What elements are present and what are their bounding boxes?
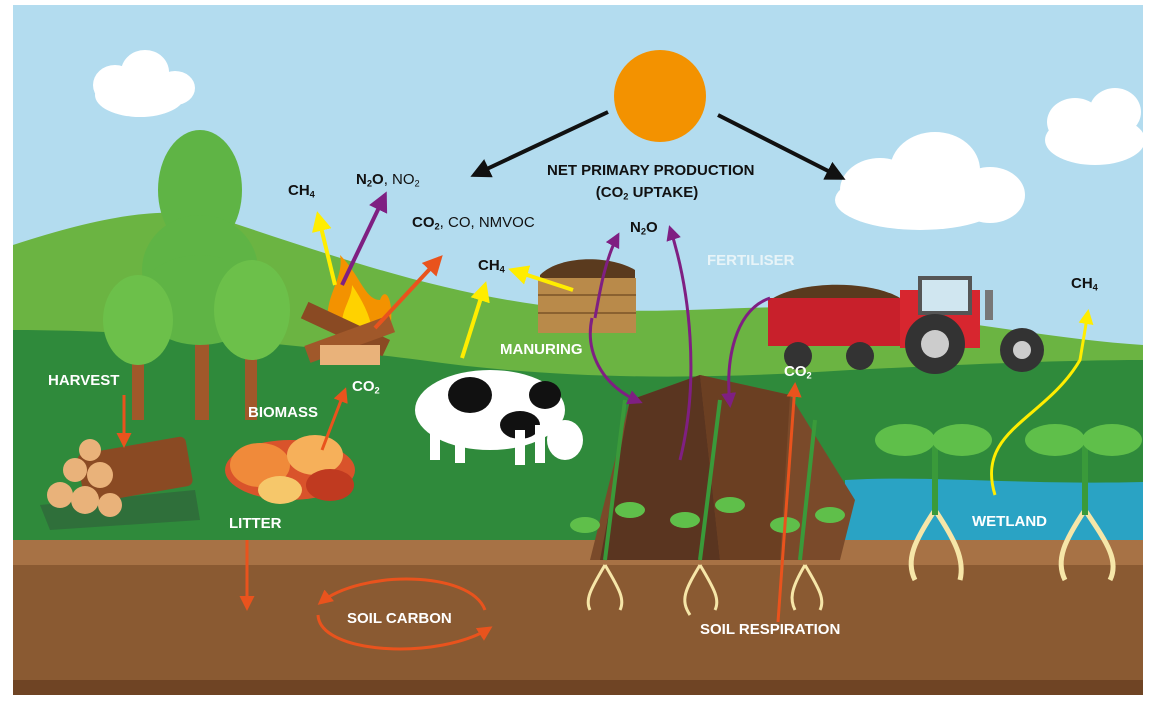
manuring-arrow [588,317,643,405]
fertiliser-arrow [721,296,771,408]
co2-biomass-arrow [320,387,348,451]
ch4-fire-arrow [312,211,337,286]
n2o-field-label: N2O [630,219,658,237]
fertiliser-label: FERTILISER [707,252,795,269]
biomass-label: BIOMASS [248,404,319,421]
ch4-cow-arrow [460,281,490,359]
npp-line-2: (CO2 UPTAKE) [595,184,699,202]
co2-biomass-label: CO2 [352,378,380,396]
co2-fire-arrow [373,255,443,330]
cloud-far-right [1045,88,1145,165]
ch4-wetland-arrow [990,309,1094,496]
roots [586,508,1116,616]
npp-arrow-right [717,113,846,180]
soil-carbon-label: SOIL CARBON [347,610,452,627]
co2-tractor-label: CO2 [784,363,812,381]
manuring-label: MANURING [500,341,583,358]
npp-line-1: NET PRIMARY PRODUCTION [547,162,755,179]
n2o-field-arrow [666,225,693,461]
cloud-left [93,50,195,117]
soil-deep [13,680,1143,695]
leaf-litter [225,435,355,504]
wetland-plants [875,424,1142,515]
ch4-wetland-label: CH4 [1071,275,1098,293]
npp-arrow-left [470,110,609,178]
log-pile [40,436,200,530]
tractor [768,276,1044,374]
co2-fire-label: CO2, CO, NMVOC [412,214,535,232]
ch4-compost-arrow [508,265,574,292]
cow [415,370,583,465]
ch4-manure-label: CH4 [478,257,505,275]
ch4-fire-label: CH4 [288,182,315,200]
soil-carbon-cycle-bottom [316,614,493,651]
n2o-fire-label: N2O, NO2 [356,171,420,189]
soil-respiration-label: SOIL RESPIRATION [700,621,841,638]
harvest-label: HARVEST [48,372,120,389]
compost-box [538,259,636,333]
field-plants [570,399,845,561]
soil-respiration-arrow [776,382,802,623]
trees [103,130,290,420]
soil-carbon-cycle-top [317,577,487,611]
litter-label: LITTER [229,515,282,532]
cloud-right [835,132,1025,230]
n2o-fire-arrow [340,191,388,286]
n2o-compost-arrow [593,232,620,319]
net-primary-production-label: NET PRIMARY PRODUCTION (CO2 UPTAKE) [547,160,755,204]
wetland-label: WETLAND [972,513,1047,530]
wetland-water [845,478,1143,545]
sun [614,50,706,142]
campfire [300,255,396,365]
soil [13,565,1143,695]
